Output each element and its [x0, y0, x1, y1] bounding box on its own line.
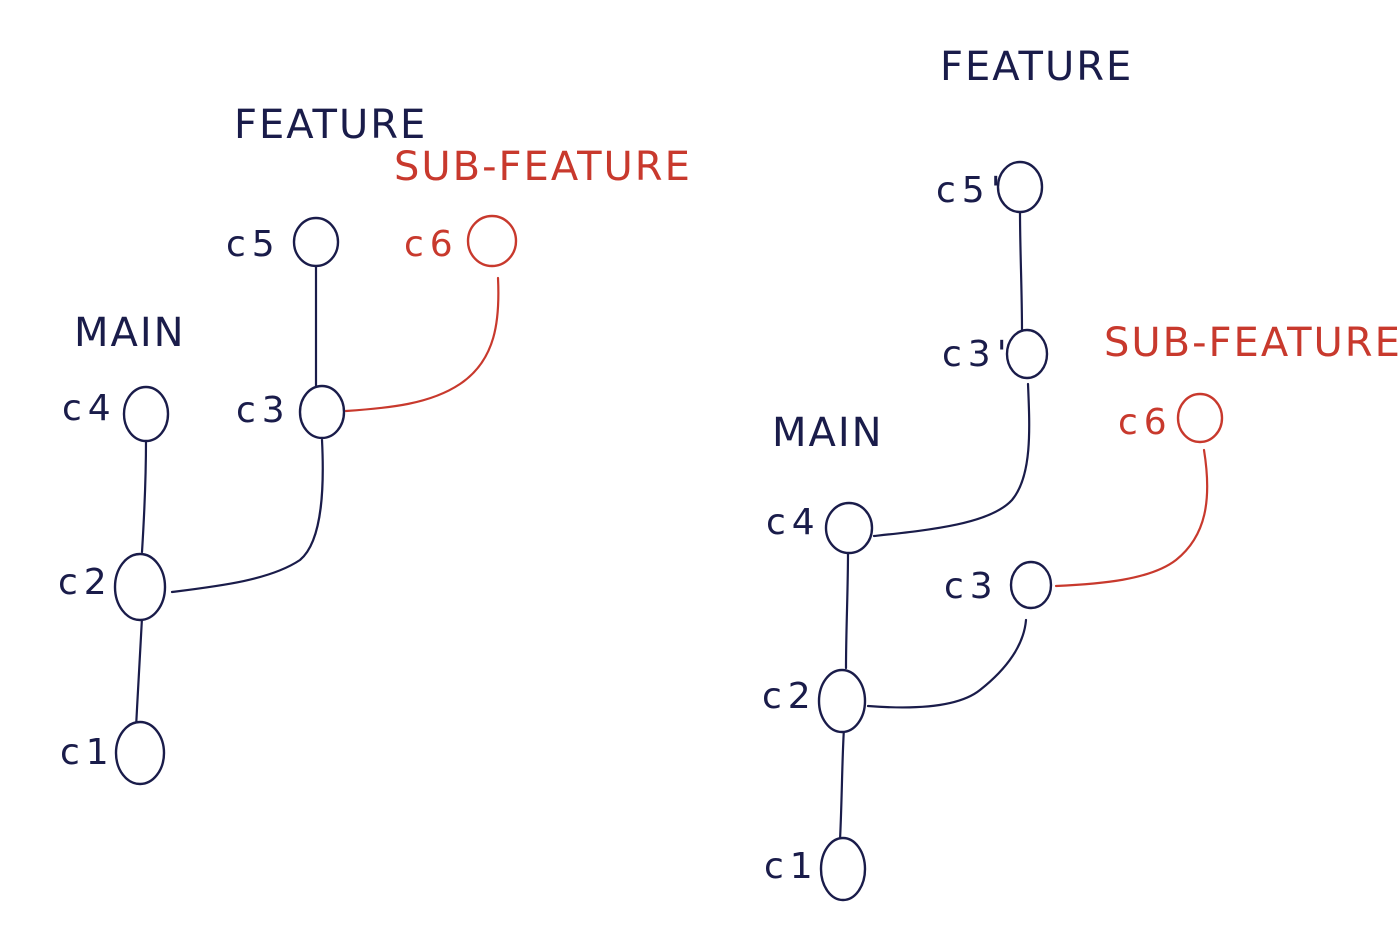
- commit-node-c4: [824, 501, 874, 555]
- diagram-before: c1 c2 c4 c3 c5 c6 FEATURE SUB-FEATURE MA…: [58, 102, 692, 786]
- commit-label-c2: c2: [762, 676, 817, 717]
- branch-label-sub-feature: SUB-FEATURE: [1104, 320, 1400, 366]
- branch-label-feature: FEATURE: [940, 44, 1133, 90]
- commit-node-c2: [113, 552, 167, 622]
- edge-c2-c3: [866, 618, 1028, 709]
- commit-node-c5: [292, 216, 340, 268]
- commit-node-c3-prime: [1005, 328, 1049, 380]
- commit-label-c5: c5: [226, 224, 281, 265]
- commit-label-c2: c2: [58, 562, 113, 603]
- commit-node-c4: [122, 385, 170, 443]
- commit-node-c1: [114, 720, 166, 786]
- commit-node-c6: [1176, 392, 1224, 444]
- edge-c3-c6: [344, 276, 500, 413]
- commit-node-c2: [817, 668, 867, 734]
- commit-node-c5-prime: [996, 160, 1044, 214]
- branch-label-main: MAIN: [74, 310, 186, 356]
- edge-c2-c3: [170, 438, 324, 594]
- commit-label-c6: c6: [1118, 402, 1173, 443]
- edge-c4-c3p: [872, 382, 1031, 538]
- branch-label-feature: FEATURE: [234, 102, 427, 148]
- commit-label-c3: c3: [236, 390, 291, 431]
- commit-node-c3: [1009, 560, 1053, 610]
- commit-node-c6: [466, 214, 518, 268]
- branch-label-main: MAIN: [772, 410, 884, 456]
- edge-c3-c6: [1054, 448, 1209, 588]
- commit-label-c4: c4: [766, 502, 821, 543]
- commit-label-c3: c3: [944, 566, 999, 607]
- commit-label-c5-prime: c5': [936, 170, 1007, 211]
- commit-label-c1: c1: [60, 732, 115, 773]
- commit-label-c6: c6: [404, 224, 459, 265]
- commit-label-c4: c4: [62, 388, 117, 429]
- branch-label-sub-feature: SUB-FEATURE: [394, 144, 692, 190]
- commit-node-c1: [819, 836, 867, 902]
- edge-c1-c2: [134, 616, 144, 730]
- edge-c3p-c5p: [1018, 210, 1024, 334]
- commit-node-c3: [298, 384, 346, 440]
- edge-c2-c4: [844, 550, 850, 670]
- diagram-after: c1 c2 c4 c3 c3' c5' c6 FEATURE SUB-FEATU…: [762, 44, 1400, 902]
- edge-c2-c4: [140, 438, 148, 554]
- edge-c1-c2: [838, 726, 846, 842]
- commit-label-c1: c1: [764, 846, 819, 887]
- commit-label-c3-prime: c3': [942, 334, 1013, 375]
